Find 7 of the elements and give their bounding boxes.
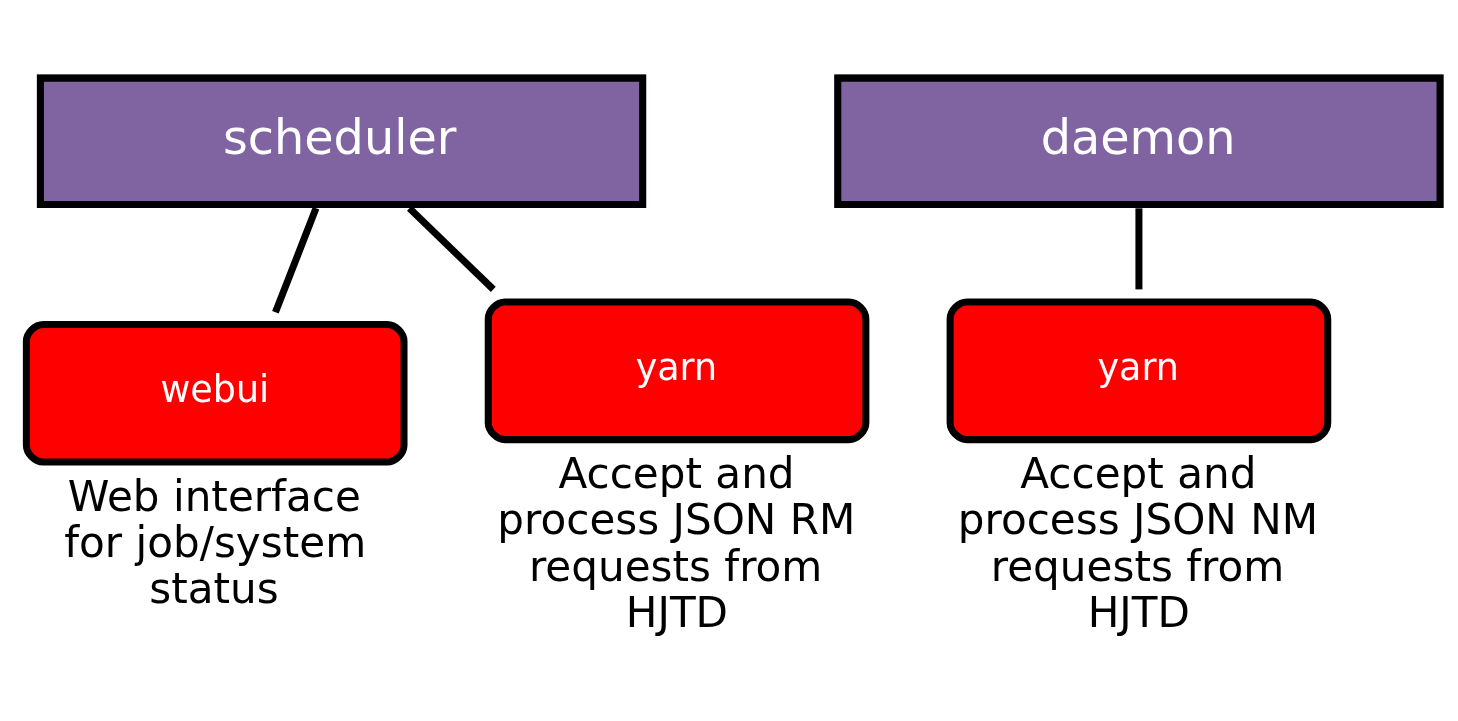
connector: [272, 206, 320, 314]
connector: [407, 205, 496, 292]
node-label: Web interface for job/system status: [64, 471, 367, 613]
connector: [1135, 207, 1143, 289]
node-box: webui: [22, 320, 408, 466]
node-label: Accept and process JSON RM requests from HJTD: [497, 448, 856, 637]
node-label: Accept and process JSON NM requests from HJTD: [957, 448, 1319, 637]
